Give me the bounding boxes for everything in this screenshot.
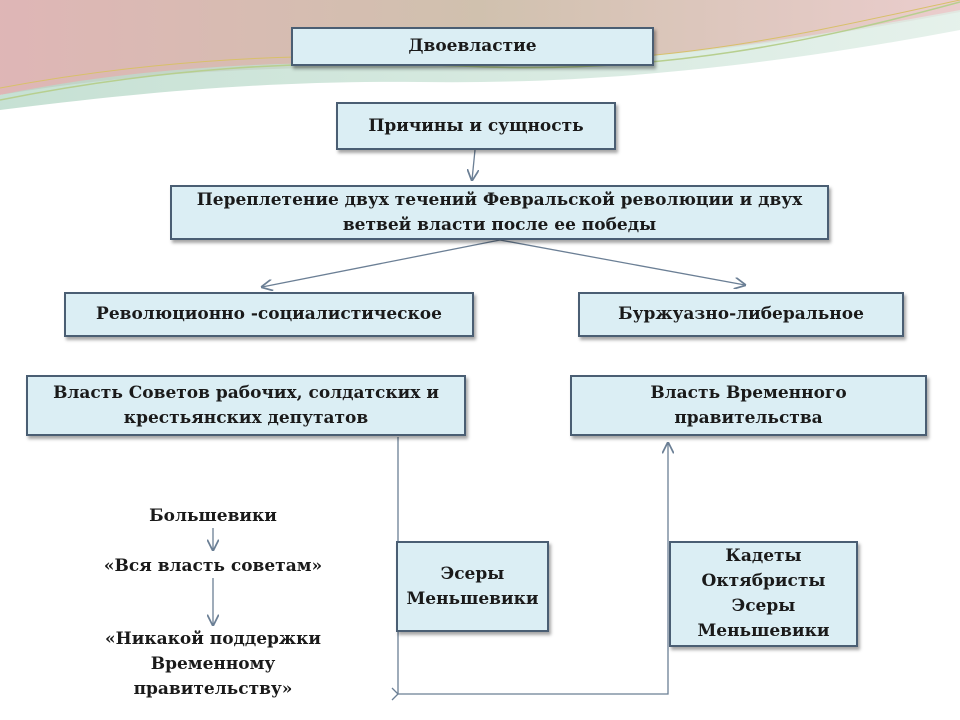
title-text: Двоевластие bbox=[408, 36, 537, 56]
causes-box: Причины и сущность bbox=[336, 102, 616, 150]
branch-left-box: Революционно -социалистическое bbox=[64, 292, 474, 337]
slogan-all-power: «Вся власть советам» bbox=[103, 556, 323, 576]
bolsheviks-label: Большевики bbox=[149, 506, 277, 526]
power-left-box: Власть Советов рабочих, солдатских и кре… bbox=[26, 375, 466, 436]
parties-right-box: Кадеты Октябристы Эсеры Меньшевики bbox=[669, 541, 858, 647]
essence-text: Переплетение двух течений Февральской ре… bbox=[196, 189, 803, 235]
parties-middle-box: Эсеры Меньшевики bbox=[396, 541, 549, 632]
branch-right-box: Буржуазно-либеральное bbox=[578, 292, 904, 337]
parties-middle-text: Эсеры Меньшевики bbox=[406, 563, 539, 609]
power-right-text: Власть Временного правительства bbox=[650, 382, 847, 428]
power-right-box: Власть Временного правительства bbox=[570, 375, 927, 436]
bg-wave-green bbox=[0, 10, 960, 110]
bg-wave-line1 bbox=[0, 1, 960, 101]
branch-right-text: Буржуазно-либеральное bbox=[618, 304, 864, 324]
power-left-text: Власть Советов рабочих, солдатских и кре… bbox=[53, 382, 439, 428]
causes-text: Причины и сущность bbox=[368, 115, 584, 136]
branch-left-text: Революционно -социалистическое bbox=[96, 304, 442, 324]
parties-right-text: Кадеты Октябристы Эсеры Меньшевики bbox=[697, 546, 830, 641]
essence-box: Переплетение двух течений Февральской ре… bbox=[170, 185, 829, 240]
title-box: Двоевластие bbox=[291, 27, 654, 66]
slogan-no-support: «Никакой поддержки Временному правительс… bbox=[105, 629, 321, 699]
